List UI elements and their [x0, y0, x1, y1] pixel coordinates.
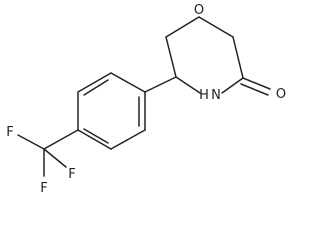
atom-fluorine-bottom: F [40, 181, 47, 196]
atom-fluorine-right: F [68, 167, 75, 182]
atom-hydrogen: H [199, 88, 209, 103]
bond-ar-inner-2 [83, 128, 109, 144]
bond-carbonyl-double-a [242, 77, 271, 90]
bond-o-ch2-right [198, 16, 234, 38]
bond-ar-inner-3 [83, 79, 109, 96]
atom-ring-oxygen: O [194, 3, 204, 18]
bond-carbonyl-double-b [240, 83, 269, 96]
atom-fluorine-left: F [6, 125, 13, 140]
chemical-structure-diagram: O N H O F F F [6, 3, 286, 196]
bond-ch-ch2-left [165, 36, 177, 78]
atom-nitrogen: N [211, 88, 221, 103]
bond-n-ch [175, 76, 201, 94]
bond-ar-6 [110, 72, 146, 93]
bond-ar-cf3 [43, 129, 79, 150]
bond-ar-2 [110, 129, 146, 150]
bond-ch2-right-carbonyl-c [232, 36, 244, 79]
bond-ar-3 [77, 129, 112, 150]
bond-ar-5 [77, 72, 112, 93]
bond-ch2-left-o [165, 16, 200, 38]
bond-layer [17, 16, 271, 177]
atom-carbonyl-oxygen: O [276, 87, 286, 102]
bond-c-f-right [43, 148, 67, 168]
atom-label-layer: O N H O F F F [6, 3, 286, 196]
bond-ch-phenyl [144, 76, 177, 93]
bond-carbonyl-c-n [221, 77, 244, 94]
bond-c-f-left [17, 134, 45, 150]
